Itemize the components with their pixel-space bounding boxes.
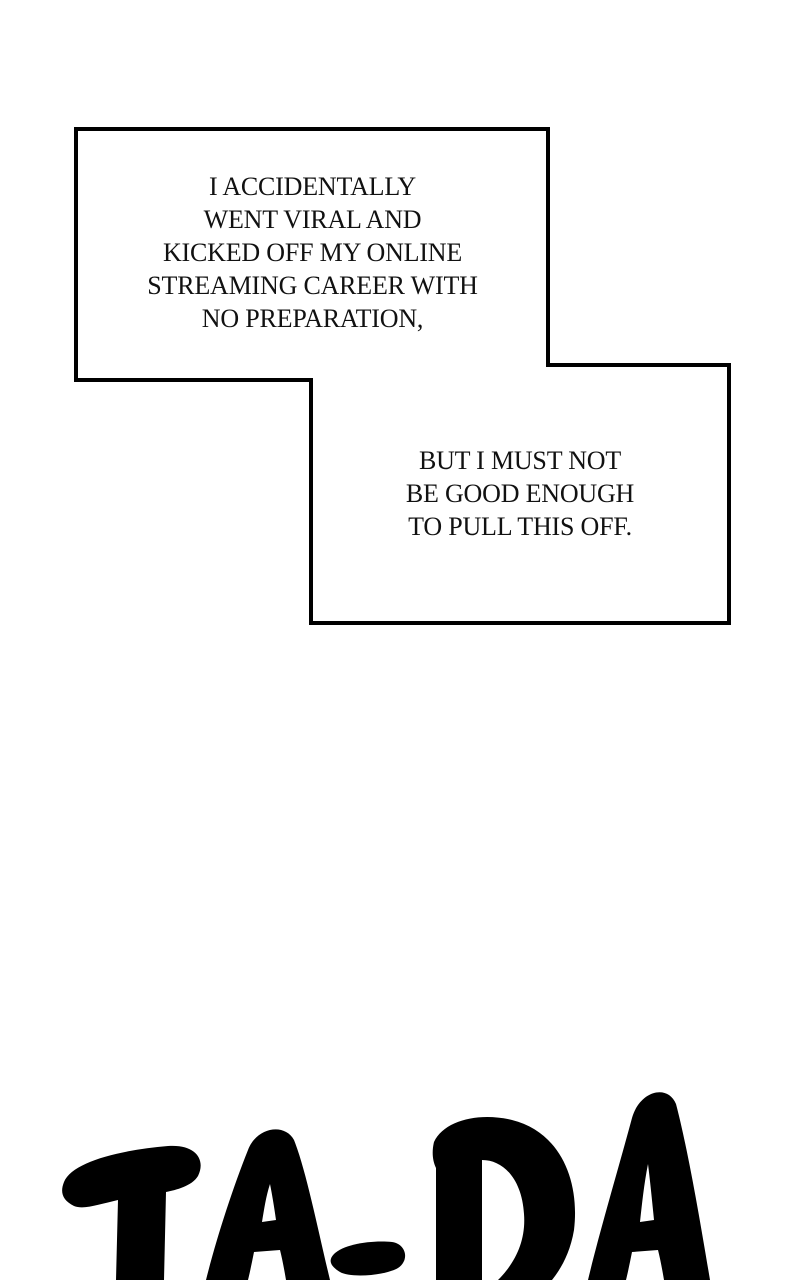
sfx-hyphen bbox=[330, 1241, 406, 1276]
narration-line: STREAMING CAREER WITH bbox=[147, 271, 478, 300]
narration-line: I ACCIDENTALLY bbox=[209, 172, 416, 201]
sfx-letter-t bbox=[62, 1145, 201, 1280]
sfx-letter-a1 bbox=[206, 1129, 330, 1280]
narration-line: BUT I MUST NOT bbox=[418, 446, 622, 475]
sfx-letter-a2 bbox=[588, 1092, 710, 1280]
narration-line: NO PREPARATION, bbox=[201, 304, 424, 333]
narration-line: TO PULL THIS OFF. bbox=[408, 512, 632, 541]
narration-line: BE GOOD ENOUGH bbox=[405, 479, 635, 508]
narration-text-2: BUT I MUST NOT BE GOOD ENOUGH TO PULL TH… bbox=[320, 444, 720, 543]
sound-effect-ta-da bbox=[62, 1092, 710, 1280]
sfx-letter-d bbox=[432, 1116, 576, 1280]
narration-line: WENT VIRAL AND bbox=[203, 205, 422, 234]
narration-text-1: I ACCIDENTALLY WENT VIRAL AND KICKED OFF… bbox=[90, 170, 535, 335]
narration-line: KICKED OFF MY ONLINE bbox=[162, 238, 463, 267]
